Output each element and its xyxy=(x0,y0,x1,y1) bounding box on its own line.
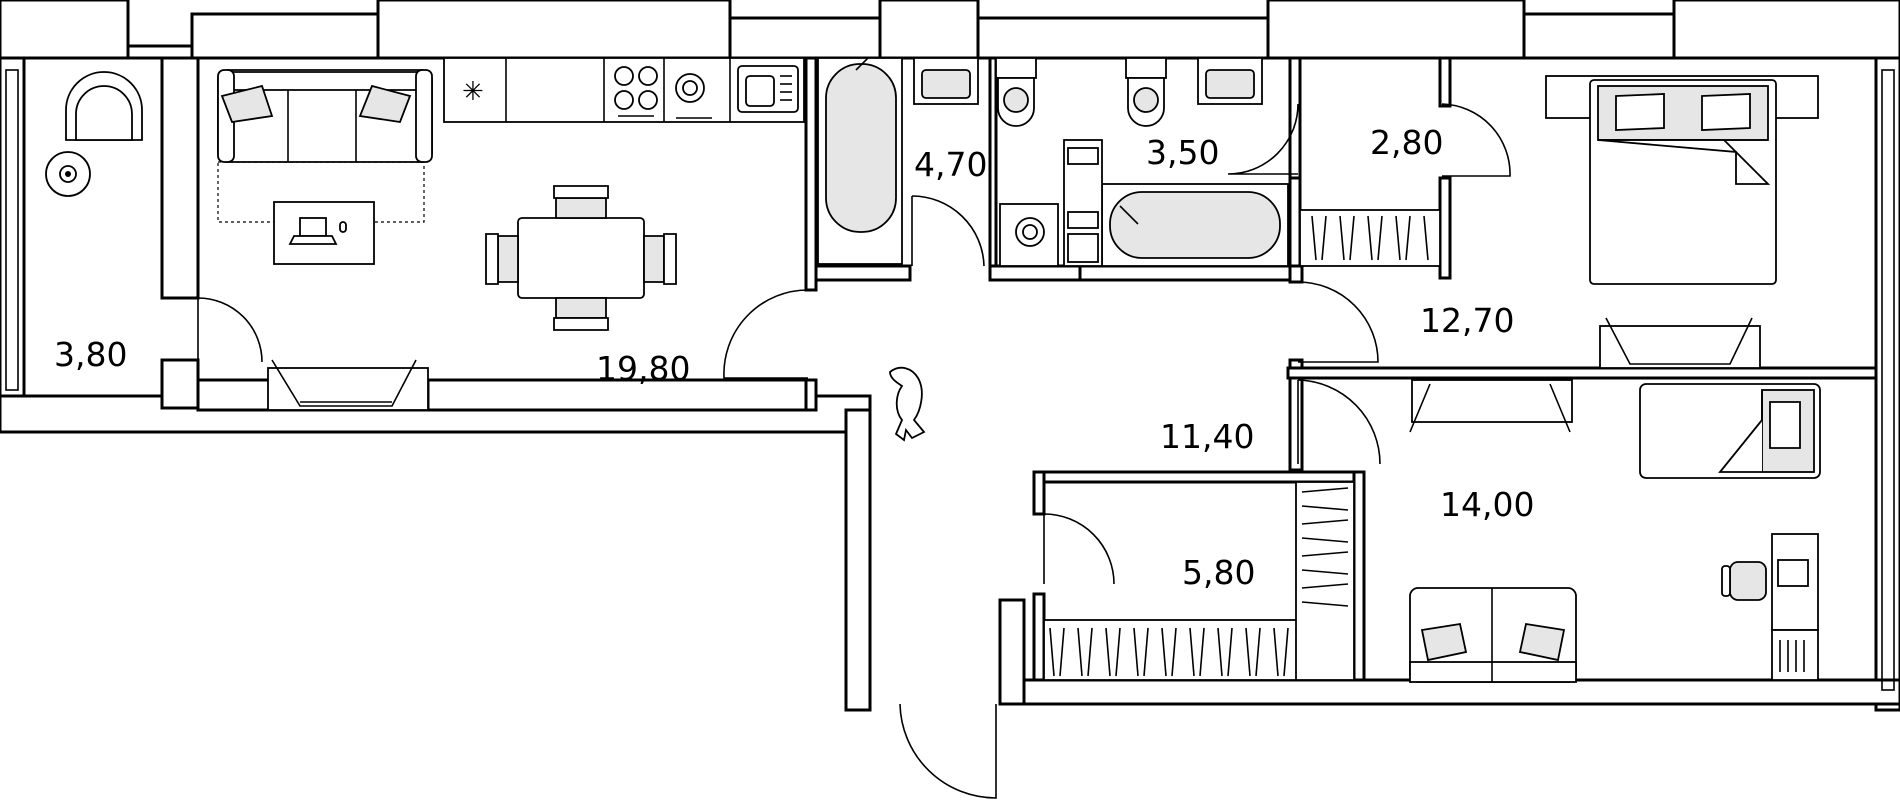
dishwasher-icon xyxy=(675,73,712,119)
desk-icon xyxy=(1771,533,1819,681)
fridge-icon: ✳ xyxy=(462,77,484,107)
tv-icon xyxy=(1599,317,1761,369)
sofa-icon xyxy=(217,69,433,163)
area-labels: 3,80 19,80 4,70 3,50 2,80 12,70 11,40 5,… xyxy=(54,123,1534,592)
bedroom-1-furniture xyxy=(1545,75,1819,369)
side-table-icon xyxy=(45,151,91,197)
tv-icon xyxy=(267,359,429,411)
bathroom-2-fixtures xyxy=(999,57,1289,267)
sink-icon xyxy=(737,65,799,113)
area-label-bedroom-1: 12,70 xyxy=(1420,301,1514,340)
sofa-icon xyxy=(1409,587,1577,683)
stove-icon xyxy=(614,66,658,117)
armchair-icon xyxy=(65,71,143,141)
bed-icon xyxy=(1545,75,1819,285)
kitchen-counter: ✳ xyxy=(443,57,805,123)
area-label-storage: 2,80 xyxy=(1370,123,1443,162)
tv-icon xyxy=(1409,379,1573,433)
area-label-bathroom-2: 3,50 xyxy=(1146,133,1219,172)
bathtub-icon xyxy=(1101,183,1289,267)
sink-icon xyxy=(913,57,979,105)
toilet-icon xyxy=(995,57,1037,127)
area-label-bedroom-2: 14,00 xyxy=(1440,485,1534,524)
balcony-furniture xyxy=(45,71,143,197)
area-label-living-kitchen: 19,80 xyxy=(596,349,690,388)
laptop-icon xyxy=(273,201,375,265)
bathroom-1-fixtures xyxy=(817,57,1037,265)
cat-icon xyxy=(889,366,926,442)
washing-machine-icon xyxy=(999,203,1059,267)
living-furniture: ✳ xyxy=(217,57,805,411)
closet-shelving xyxy=(1043,481,1355,681)
wardrobe-icon xyxy=(1299,209,1441,267)
chair-icon xyxy=(1721,561,1767,601)
area-label-balcony: 3,80 xyxy=(54,335,127,374)
bathtub-icon xyxy=(817,57,903,265)
sink-icon xyxy=(1197,57,1263,105)
dining-table-icon xyxy=(485,185,677,331)
area-label-walk-in-closet: 5,80 xyxy=(1182,553,1255,592)
cabinet-icon xyxy=(1063,139,1103,267)
toilet-icon xyxy=(1125,57,1167,127)
area-label-bathroom-1: 4,70 xyxy=(914,145,987,184)
bedroom-2-furniture xyxy=(1409,379,1821,683)
area-label-hallway: 11,40 xyxy=(1160,417,1254,456)
bed-icon xyxy=(1639,383,1821,479)
doors xyxy=(197,103,1511,799)
